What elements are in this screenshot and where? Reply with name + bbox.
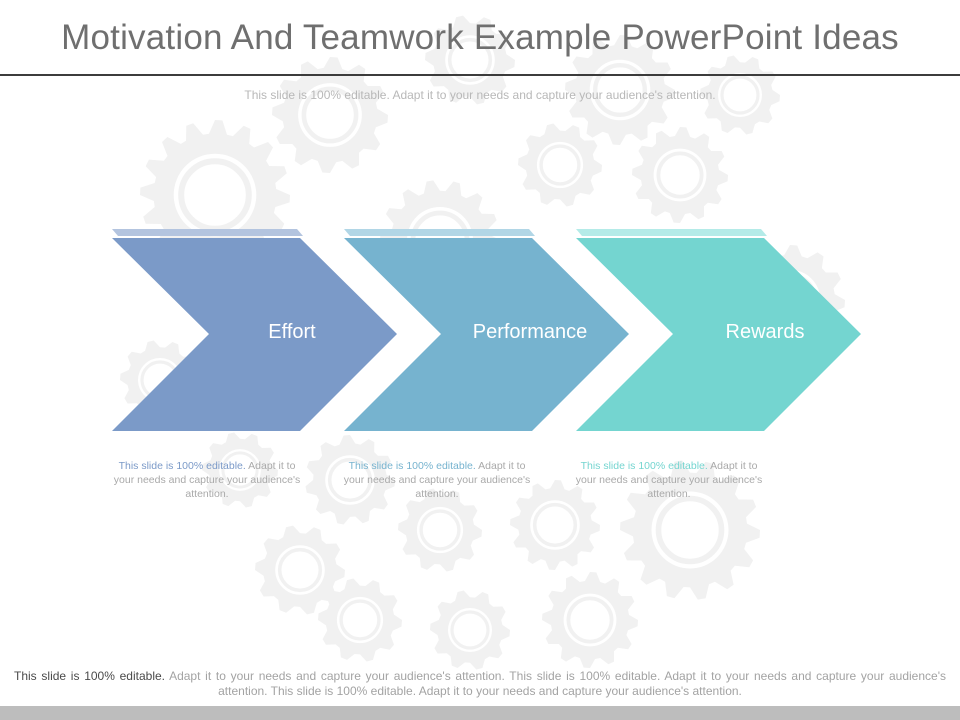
- step-description-highlight: This slide is 100% editable.: [581, 460, 708, 472]
- step-description-rewards: This slide is 100% editable. Adapt it to…: [569, 459, 769, 501]
- footer-note: This slide is 100% editable. Adapt it to…: [14, 669, 946, 699]
- chevron-step-2-accent: [344, 229, 535, 236]
- step-description-effort: This slide is 100% editable. Adapt it to…: [107, 459, 307, 501]
- step-label-rewards: Rewards: [685, 318, 845, 346]
- step-description-highlight: This slide is 100% editable.: [349, 460, 476, 472]
- chevron-step-1-accent: [112, 229, 303, 236]
- step-description-performance: This slide is 100% editable. Adapt it to…: [337, 459, 537, 501]
- step-label-effort: Effort: [212, 318, 372, 346]
- step-description-highlight: This slide is 100% editable.: [119, 460, 246, 472]
- footer-note-lead: This slide is 100% editable.: [14, 669, 165, 683]
- footer-note-text: Adapt it to your needs and capture your …: [165, 669, 946, 698]
- step-label-performance: Performance: [440, 318, 620, 346]
- bottom-bar: [0, 706, 960, 720]
- chevron-step-3-accent: [576, 229, 767, 236]
